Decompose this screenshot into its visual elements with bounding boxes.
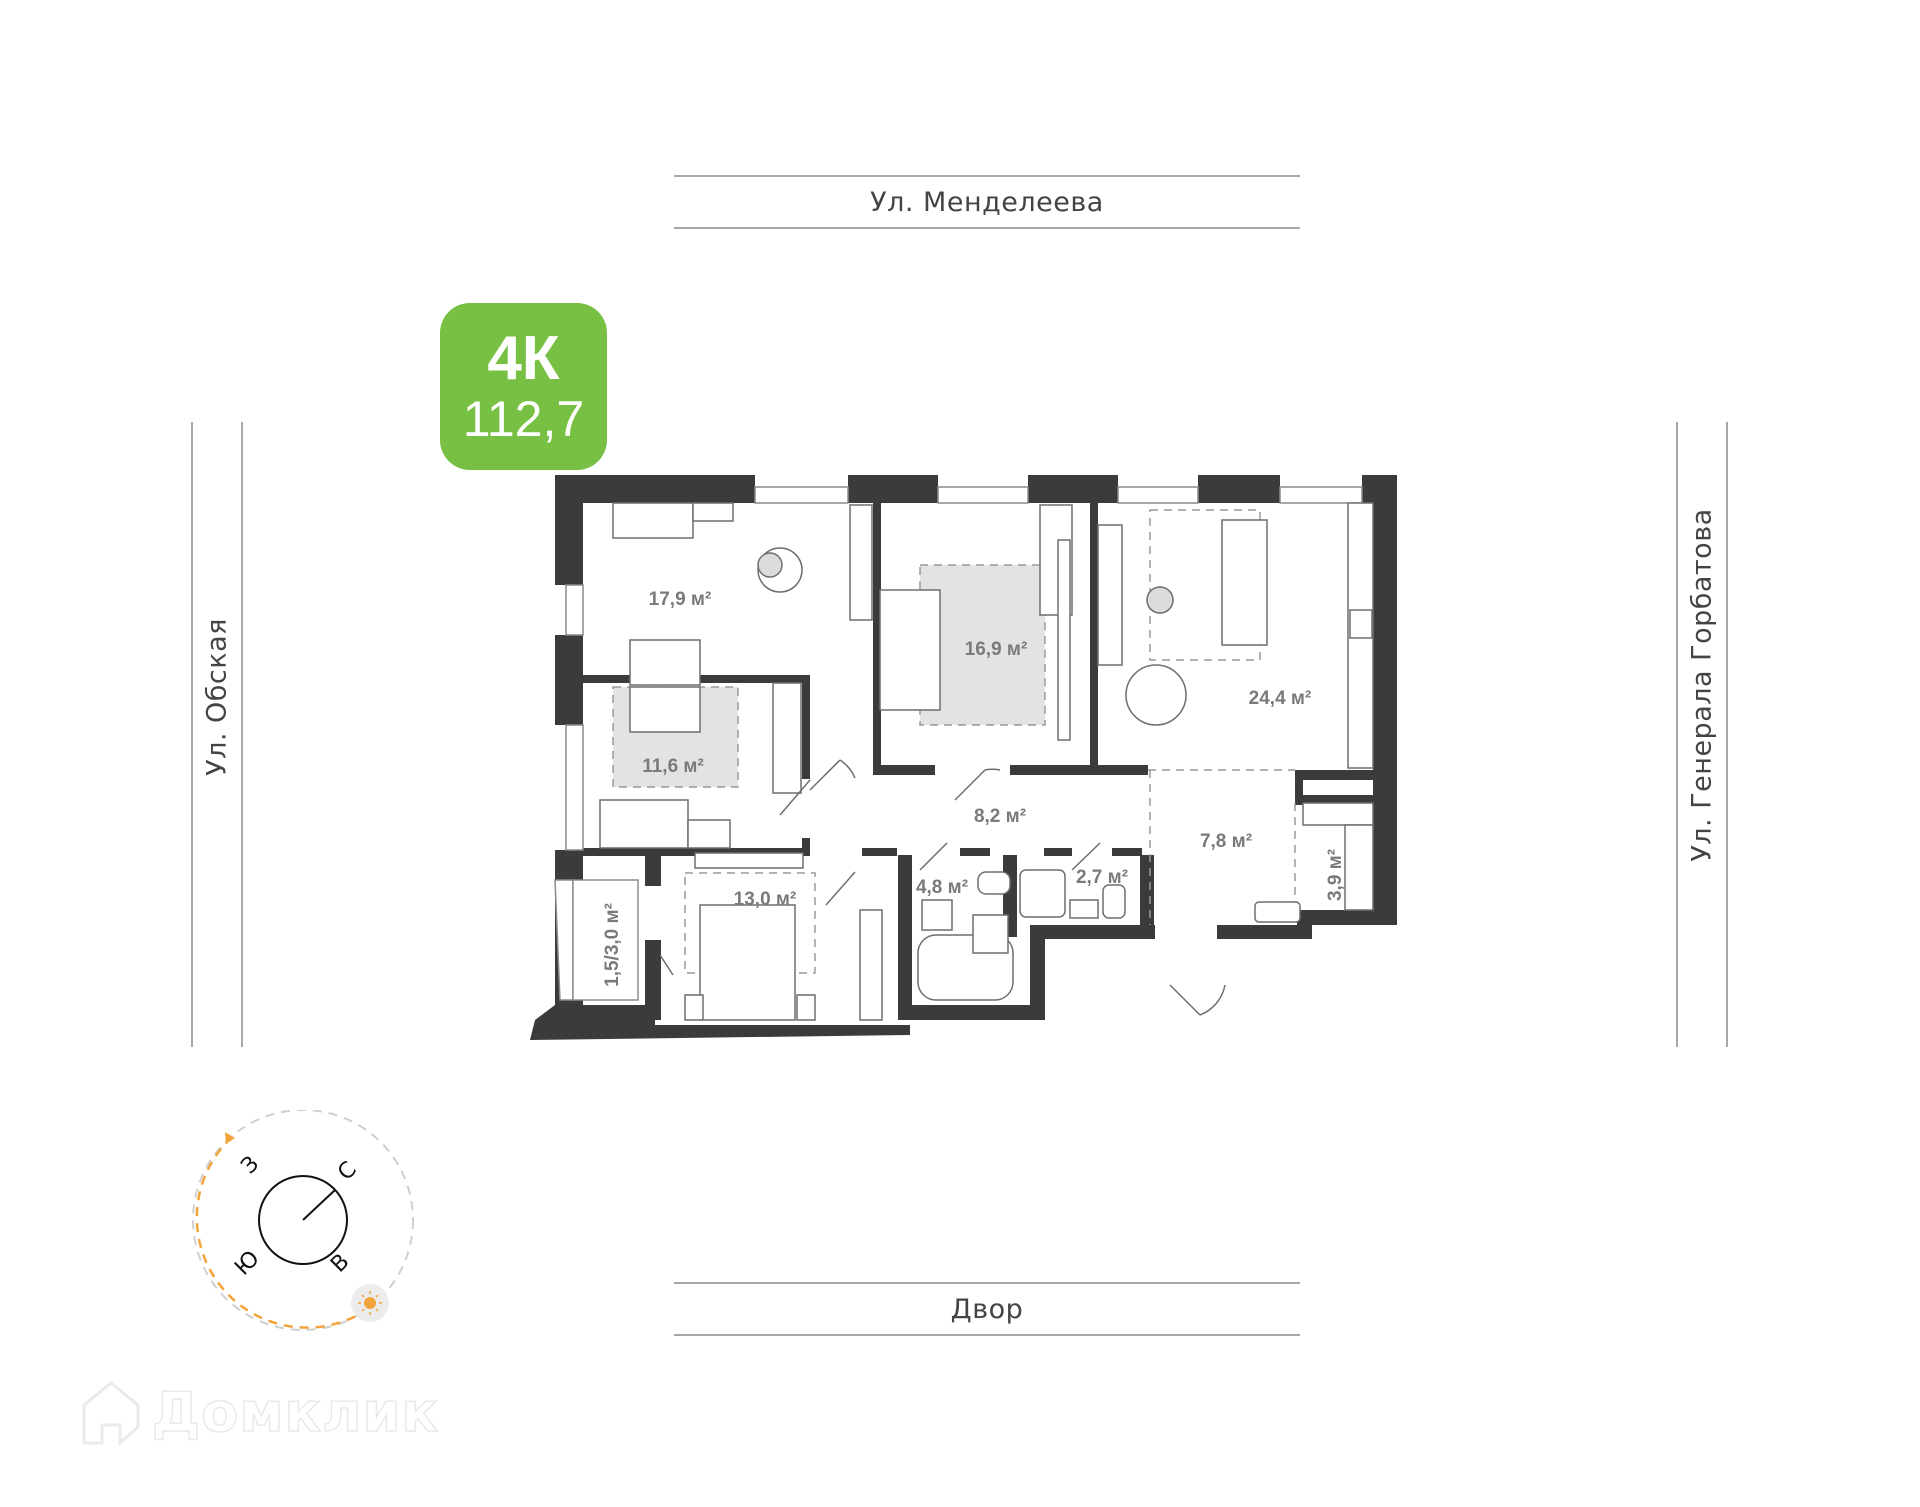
room-area-2-7: 2,7 м²	[1076, 867, 1128, 888]
sun-path-track	[192, 1110, 414, 1331]
room-area-16-9: 16,9 м²	[965, 639, 1028, 660]
room-labels: 17,9 м² 16,9 м² 24,4 м² 11,6 м² 8,2 м² 7…	[602, 589, 1346, 987]
street-label-bottom: Двор	[674, 1282, 1300, 1336]
room-area-8-2: 8,2 м²	[974, 806, 1026, 827]
sun-path-arrow-icon	[225, 1132, 235, 1144]
compass-needle	[302, 1189, 336, 1221]
sun-path-arc	[195, 1136, 359, 1329]
yard-label: Двор	[950, 1293, 1024, 1325]
windows	[565, 486, 1363, 851]
compass-west: З	[237, 1152, 265, 1180]
apartment-total-area: 112,7	[462, 390, 585, 447]
room-area-3-9: 3,9 м²	[1325, 849, 1346, 901]
doors	[659, 759, 1226, 1016]
room-area-7-8: 7,8 м²	[1200, 831, 1252, 852]
apartment-badge: 4К 112,7	[440, 303, 607, 470]
house-logo-icon	[82, 1380, 140, 1446]
room-area-4-8: 4,8 м²	[916, 877, 968, 898]
room-area-13-0: 13,0 м²	[734, 889, 797, 910]
walls	[530, 475, 1397, 1040]
room-area-balcony: 1,5/3,0 м²	[602, 903, 623, 987]
room-area-24-4: 24,4 м²	[1249, 688, 1312, 709]
compass-south: Ю	[230, 1246, 264, 1280]
street-label-right: Ул. Генерала Горбатова	[1676, 422, 1728, 1047]
domclick-watermark: Домклик	[80, 1375, 439, 1450]
apartment-type: 4К	[487, 323, 560, 393]
street-name-mendeleeva: Ул. Менделеева	[870, 186, 1104, 218]
room-area-11-6: 11,6 м²	[642, 756, 704, 777]
street-label-top: Ул. Менделеева	[674, 175, 1300, 229]
street-label-left: Ул. Обская	[191, 422, 243, 1047]
furniture	[599, 502, 1374, 1021]
compass-dial	[258, 1175, 348, 1265]
watermark-text: Домклик	[151, 1380, 440, 1445]
balcony	[554, 879, 639, 1001]
sun-icon	[351, 1284, 389, 1322]
compass-north: С	[333, 1157, 362, 1186]
compass: З С Ю В	[192, 1110, 414, 1331]
room-area-17-9: 17,9 м²	[649, 589, 712, 610]
rugs	[612, 564, 1046, 788]
